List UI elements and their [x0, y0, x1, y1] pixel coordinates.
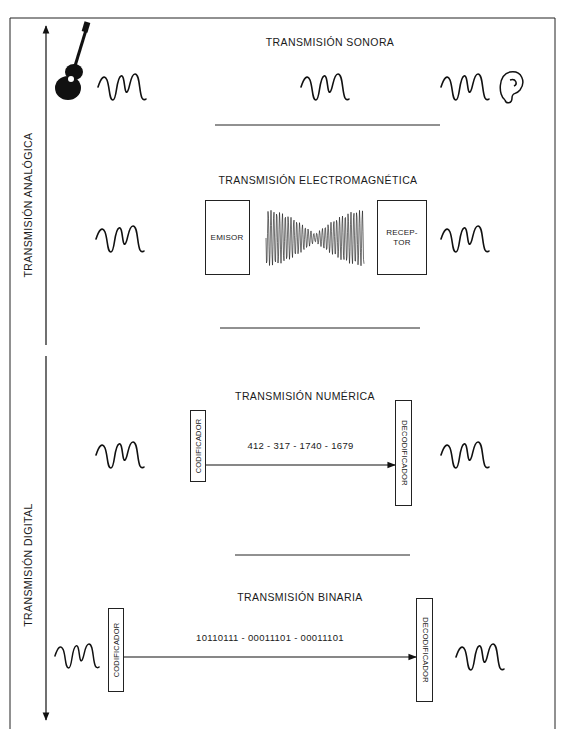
- box-label: EMISOR: [209, 233, 246, 243]
- wave: [441, 442, 489, 468]
- section-heading: TRANSMISIÓN BINARIA: [237, 591, 362, 603]
- signal-arrow: [124, 656, 416, 657]
- axis-label: TRANSMISIÓN ANALÓGICA: [22, 133, 34, 278]
- coder-box: DECODIFICADOR: [416, 598, 433, 702]
- wave: [441, 74, 489, 100]
- wave: [441, 226, 489, 252]
- wave: [456, 644, 504, 670]
- wave: [301, 74, 349, 100]
- wave: [96, 442, 144, 468]
- analog-arrow: [45, 26, 46, 345]
- signal-arrow: [206, 464, 395, 465]
- section-heading: TRANSMISIÓN ELECTROMAGNÉTICA: [218, 174, 417, 186]
- coder-box: DECODIFICADOR: [395, 400, 412, 506]
- axis-label: TRANSMISIÓN DIGITAL: [22, 503, 34, 627]
- modulated-signal: [266, 210, 364, 265]
- signal-label: 10110111 - 00011101 - 00011101: [194, 632, 346, 643]
- section-heading: TRANSMISIÓN NUMÉRICA: [235, 390, 375, 402]
- frame: [10, 18, 555, 729]
- device-box: EMISOR: [205, 200, 250, 275]
- section-heading: TRANSMISIÓN SONORA: [266, 36, 395, 48]
- box-label: DECODIFICADOR: [420, 617, 429, 683]
- ear-icon: [500, 72, 523, 103]
- box-label: CODIFICADOR: [194, 419, 203, 474]
- guitar-icon: [55, 21, 90, 100]
- separator: [220, 328, 420, 329]
- separator: [235, 555, 410, 556]
- wave: [98, 74, 146, 100]
- wave: [55, 644, 99, 668]
- digital-arrow: [45, 356, 46, 720]
- separator: [215, 125, 440, 126]
- signal-label: 412 - 317 - 1740 - 1679: [245, 440, 355, 451]
- box-label: RECEP- TOR: [378, 228, 426, 248]
- coder-box: CODIFICADOR: [190, 410, 206, 482]
- wave: [96, 226, 144, 252]
- box-label: DECODIFICADOR: [399, 420, 408, 486]
- box-label: CODIFICADOR: [112, 623, 121, 678]
- device-box: RECEP- TOR: [377, 200, 427, 275]
- coder-box: CODIFICADOR: [108, 608, 124, 692]
